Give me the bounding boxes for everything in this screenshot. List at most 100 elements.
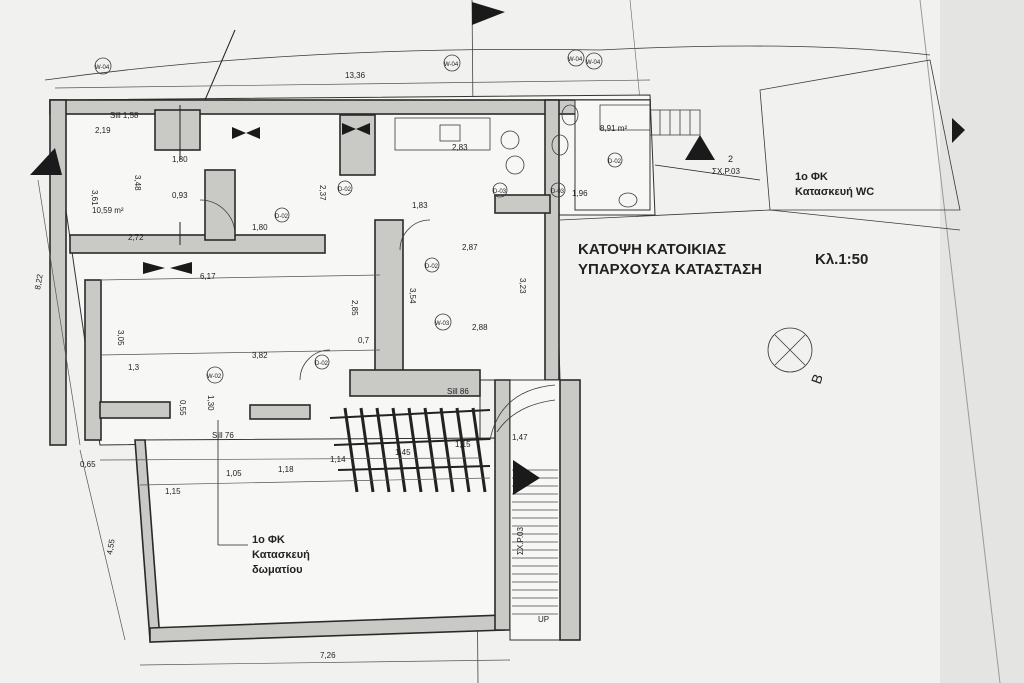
window-tag: W-03 (435, 321, 450, 327)
door-swing (199, 199, 236, 236)
window-tag: W-04 (444, 62, 459, 68)
room-note-line1: 1o ΦΚ (252, 534, 285, 546)
pergola-rail (333, 438, 491, 446)
wall-west-inner (84, 279, 102, 441)
dim-value: 1,05 (226, 469, 242, 478)
window-tag-circle (206, 366, 224, 384)
door-swing (299, 349, 331, 381)
window-tag-circle (434, 313, 452, 331)
sill-label: Sill 76 (212, 431, 234, 440)
dim-top: 13,36 (345, 71, 366, 80)
door-tag: D-03 (493, 189, 507, 195)
dim-value: 3,23 (518, 278, 527, 294)
door-marker (143, 262, 165, 274)
dim-value: 1,3 (128, 363, 140, 372)
door-marker (246, 127, 260, 139)
door-tag-circle (424, 257, 440, 273)
dim-line-lower-row-2 (139, 477, 491, 486)
wall-living-south (99, 401, 171, 419)
toilet-icon (551, 134, 569, 156)
pergola-beam (439, 407, 455, 493)
paper-fold-line (919, 0, 1001, 683)
wc-note-line2: Κατασκευή WC (795, 186, 874, 198)
dim-line-lower-row (99, 457, 481, 461)
wall-living-south-2 (249, 404, 311, 420)
section-ref-number: 2 (728, 154, 733, 164)
dim-value: 3,54 (408, 288, 417, 304)
neighbour-outline (759, 59, 961, 211)
wall-kitchen-south (494, 194, 551, 214)
window-tag-circle (567, 49, 585, 67)
site-line (629, 0, 641, 101)
wall-bedroom-south (69, 234, 326, 254)
dim-line-living-2 (99, 349, 381, 356)
stair-curve (496, 399, 556, 433)
room-note-line2: Κατασκευή (252, 549, 310, 561)
window-tag: W-04 (95, 65, 110, 71)
room-note-line3: δωματίου (252, 564, 303, 576)
door-tag-circle (607, 152, 623, 168)
dim-line-top (54, 79, 651, 89)
pergola-beam (423, 407, 439, 493)
dim-value: 3,05 (116, 330, 125, 346)
hob-icon (505, 155, 525, 175)
door-tag-circle (550, 182, 566, 198)
stair-up-label: UP (538, 615, 549, 624)
window-tag-circle (585, 52, 603, 70)
door-tag: D-02 (338, 187, 352, 193)
hob-icon (500, 130, 520, 150)
door-swing (399, 219, 431, 251)
door-tag: D-02 (425, 264, 439, 270)
staircase-wall (559, 379, 581, 641)
dim-value: 1,15 (165, 487, 181, 496)
leader-line (654, 164, 761, 181)
drawing-title: ΚΑΤΟΨΗ ΚΑΤΟΙΚΙΑΣ (578, 241, 726, 258)
sill-label: Sill 86 (447, 387, 469, 396)
dim-left-lower: 4,55 (105, 538, 117, 555)
door-tag: D-02 (275, 214, 289, 220)
door-tag: D-02 (315, 361, 329, 367)
section-marker-left (30, 148, 62, 175)
drawing-subtitle: ΥΠΑΡΧΟΥΣΑ ΚΑΤΑΣΤΑΣΗ (578, 261, 762, 278)
door-tag-circle (337, 180, 353, 196)
dim-value: 0,7 (358, 336, 370, 345)
dim-value: 2,87 (462, 243, 478, 252)
room-area: 10,59 m² (92, 206, 124, 215)
dim-bottom: 7,26 (320, 651, 336, 660)
wall-wc-block (154, 109, 201, 151)
dim-value: 1,15 (455, 440, 471, 449)
section-ref-sheet: ΣΧ.Ρ.03 (712, 167, 740, 176)
dim-line-bottom (139, 659, 511, 666)
dim-value: 1,83 (412, 201, 428, 210)
dim-value: 2,72 (128, 233, 144, 242)
pergola-beam (343, 407, 359, 493)
section-marker-right (685, 135, 715, 160)
section-marker-edge (952, 118, 965, 143)
wc-note-line1: 1o ΦΚ (795, 171, 828, 183)
wall-north (49, 99, 651, 115)
dim-value: 3,48 (133, 175, 142, 191)
window-tag: W-02 (207, 374, 222, 380)
window-tag: W-04 (586, 60, 601, 66)
dim-value: 0,65 (80, 460, 96, 469)
door-tag-circle (492, 182, 508, 198)
door-marker (342, 123, 356, 135)
dim-value: 1,14 (330, 455, 346, 464)
sink-icon (439, 124, 461, 142)
dim-value: 1,80 (172, 155, 188, 164)
dim-value: 3,61 (90, 190, 99, 206)
dimension-values: 2,19 1,80 3,61 3,48 0,93 2,72 1,80 6,17 … (80, 111, 588, 496)
dim-value: 1,18 (278, 465, 294, 474)
dim-value: 2,88 (472, 323, 488, 332)
compass-circle (767, 327, 813, 373)
dim-value: 2,85 (350, 300, 359, 316)
wall-core (374, 219, 404, 381)
dim-line-living (99, 274, 381, 281)
door-tag-circle (274, 207, 290, 223)
door-tag: D-03 (551, 189, 565, 195)
window-tag: W-04 (568, 57, 583, 63)
wall-west (49, 99, 67, 446)
section-marker-arrow (513, 460, 540, 495)
dim-value: 3,82 (252, 351, 268, 360)
